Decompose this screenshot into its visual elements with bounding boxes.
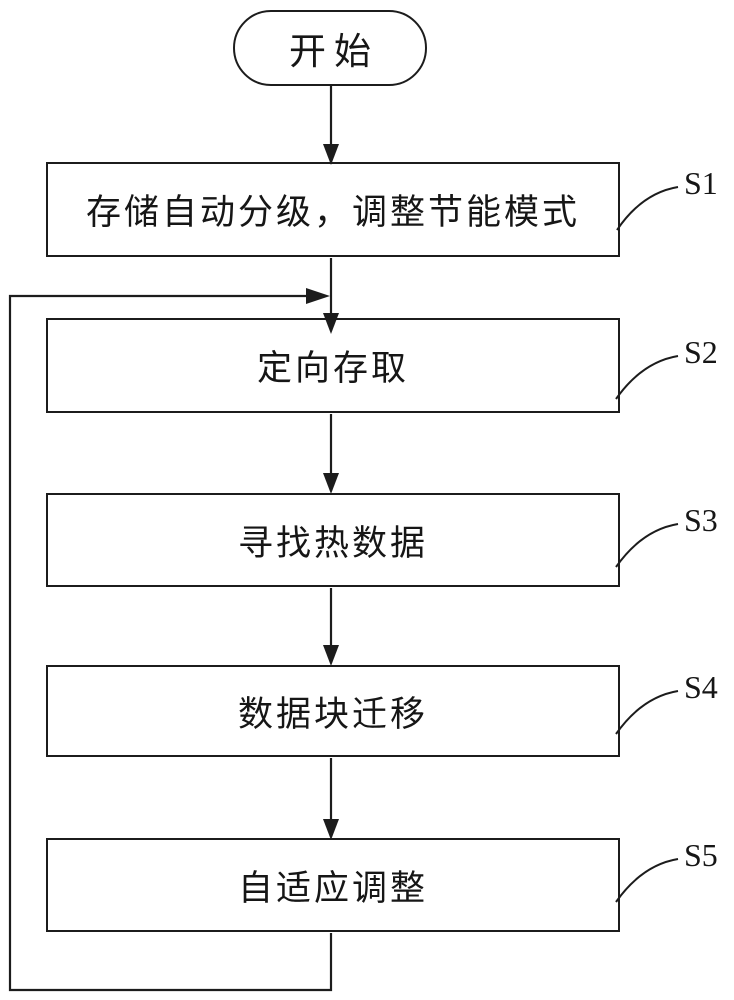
start-node: 开始 bbox=[233, 10, 427, 86]
step-box-s3: 寻找热数据 bbox=[46, 493, 620, 587]
step-label-s1: S1 bbox=[684, 165, 718, 201]
step-box-s1: 存储自动分级，调整节能模式 bbox=[46, 162, 620, 257]
step-box-s5-text: 自适应调整 bbox=[237, 868, 428, 908]
label-connector-s3 bbox=[615, 523, 679, 568]
arrowhead-s2-to-s3 bbox=[323, 473, 339, 494]
step-box-s2-text: 定向存取 bbox=[256, 349, 409, 388]
arrowhead-feedback-merge bbox=[306, 288, 330, 304]
start-node-label: 开始 bbox=[289, 32, 379, 73]
label-connector-s4 bbox=[615, 690, 679, 735]
step-label-s4: S4 bbox=[684, 669, 718, 705]
step-box-s4: 数据块迁移 bbox=[46, 665, 620, 757]
label-connector-s5 bbox=[615, 858, 679, 903]
label-connector-s2 bbox=[615, 355, 679, 400]
step-box-s5: 自适应调整 bbox=[46, 838, 620, 932]
step-box-s2: 定向存取 bbox=[46, 318, 620, 413]
label-connector-s1 bbox=[616, 186, 679, 231]
step-box-s4-text: 数据块迁移 bbox=[237, 694, 428, 734]
step-label-s3: S3 bbox=[684, 502, 718, 538]
step-box-s3-text: 寻找热数据 bbox=[237, 523, 428, 563]
arrowhead-s3-to-s4 bbox=[323, 645, 339, 666]
arrowhead-s4-to-s5 bbox=[323, 819, 339, 840]
step-label-s2: S2 bbox=[684, 334, 718, 370]
step-label-s5: S5 bbox=[684, 837, 718, 873]
step-box-s1-text: 存储自动分级，调整节能模式 bbox=[85, 193, 580, 232]
